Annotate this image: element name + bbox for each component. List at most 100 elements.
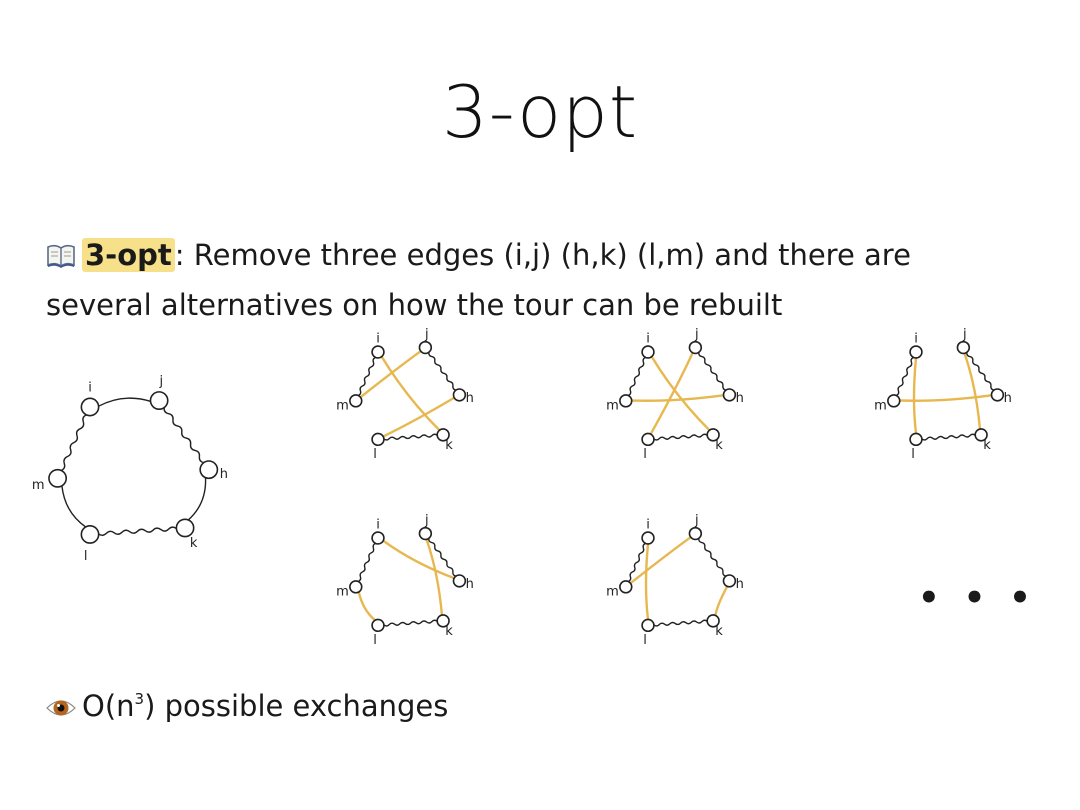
- new-edge-j-l: [649, 351, 694, 436]
- node-label-h: h: [736, 577, 744, 592]
- node-label-i: i: [646, 518, 650, 533]
- node-l: [641, 432, 655, 447]
- eye-icon: [46, 687, 76, 733]
- tour-path-k-l: [653, 619, 708, 627]
- edge-sep: ,: [590, 238, 600, 272]
- node-h: [722, 388, 737, 402]
- edge-paren: (: [503, 238, 515, 272]
- node-l: [371, 432, 385, 447]
- slide-title: 3-opt: [441, 70, 639, 154]
- node-label-k: k: [445, 624, 453, 639]
- tour-path-j-h: [163, 406, 205, 464]
- node-label-k: k: [445, 438, 453, 453]
- edge-node: h: [571, 238, 591, 272]
- new-edge-j-k: [425, 538, 444, 617]
- term-highlight: 3-opt: [82, 238, 175, 272]
- new-edge-m-j: [359, 349, 422, 399]
- node-m: [48, 468, 68, 488]
- node-label-j: j: [424, 327, 429, 342]
- node-j: [688, 340, 703, 355]
- node-label-l: l: [84, 549, 88, 564]
- edge-node: l: [648, 238, 657, 272]
- node-j: [418, 340, 433, 355]
- new-edge-i-k: [650, 355, 711, 432]
- new-edge-i-l: [912, 356, 918, 435]
- node-label-j: j: [158, 374, 163, 389]
- node-label-i: i: [646, 332, 650, 347]
- node-label-m: m: [32, 478, 45, 493]
- node-j: [418, 526, 433, 541]
- node-i: [909, 345, 923, 359]
- node-label-k: k: [715, 438, 723, 453]
- new-edge-j-m: [629, 535, 692, 585]
- definition-line2: several alternatives on how the tour can…: [46, 288, 783, 322]
- new-edge-i-h: [382, 539, 456, 580]
- node-m: [887, 394, 901, 408]
- node-label-k: k: [983, 438, 991, 453]
- node-i: [371, 531, 385, 545]
- definition-text: : Remove three edges: [174, 238, 504, 272]
- removed-edge-i-j: [97, 397, 152, 407]
- node-label-j: j: [962, 327, 967, 342]
- node-label-k: k: [190, 536, 198, 551]
- tour-path-m-i: [357, 356, 377, 397]
- node-label-l: l: [643, 447, 647, 462]
- tour-path-m-i: [627, 542, 647, 583]
- node-label-h: h: [1004, 391, 1012, 406]
- edge-sep: ,: [522, 238, 533, 272]
- removed-edge-h-k: [187, 476, 207, 521]
- node-k: [706, 428, 720, 442]
- edge-paren: ) (: [616, 238, 649, 272]
- node-label-i: i: [88, 381, 92, 396]
- node-label-l: l: [911, 447, 915, 462]
- node-h: [722, 574, 737, 588]
- node-i: [641, 531, 655, 545]
- node-h: [452, 574, 467, 588]
- tour-path-j-h: [428, 537, 457, 577]
- node-label-h: h: [220, 467, 228, 482]
- new-edge-h-k: [714, 585, 729, 617]
- node-k: [974, 428, 988, 442]
- more-alternatives-ellipsis: • • •: [918, 578, 1037, 618]
- tour-path-j-h: [966, 351, 995, 391]
- node-label-m: m: [336, 398, 349, 413]
- edge-node: m: [665, 238, 694, 272]
- node-k: [706, 614, 720, 628]
- node-label-h: h: [736, 391, 744, 406]
- edge-paren: ): [693, 238, 706, 272]
- node-l: [909, 432, 923, 447]
- new-edge-i-k: [380, 355, 441, 432]
- node-l: [641, 618, 655, 633]
- tour-path-k-l: [97, 526, 178, 536]
- node-label-h: h: [466, 577, 474, 592]
- tour-path-m-i: [895, 356, 915, 397]
- tour-path-j-h: [428, 351, 457, 391]
- node-label-j: j: [694, 513, 699, 528]
- complexity-exponent: 3: [134, 690, 145, 708]
- node-label-h: h: [466, 391, 474, 406]
- edge-node: k: [599, 238, 617, 272]
- complexity-suffix: ) possible exchanges: [144, 689, 449, 723]
- node-label-k: k: [715, 624, 723, 639]
- node-k: [175, 518, 195, 538]
- node-label-i: i: [376, 332, 380, 347]
- edge-sep: ,: [656, 238, 666, 272]
- node-label-j: j: [694, 327, 699, 342]
- node-m: [349, 580, 363, 594]
- node-label-i: i: [914, 332, 918, 347]
- node-k: [436, 428, 450, 442]
- node-j: [688, 526, 703, 541]
- node-j: [149, 391, 169, 410]
- node-label-m: m: [606, 584, 619, 599]
- node-label-m: m: [336, 584, 349, 599]
- definition-paragraph: 3-opt: Remove three edges (i,j) (h,k) (l…: [46, 232, 1046, 328]
- node-label-m: m: [606, 398, 619, 413]
- tour-path-k-l: [921, 433, 976, 441]
- node-h: [452, 388, 467, 402]
- complexity-prefix: O(: [82, 689, 117, 723]
- tour-path-m-i: [357, 542, 377, 583]
- node-i: [80, 397, 100, 417]
- node-m: [619, 394, 633, 408]
- node-k: [436, 614, 450, 628]
- definition-text: and there are: [705, 238, 911, 272]
